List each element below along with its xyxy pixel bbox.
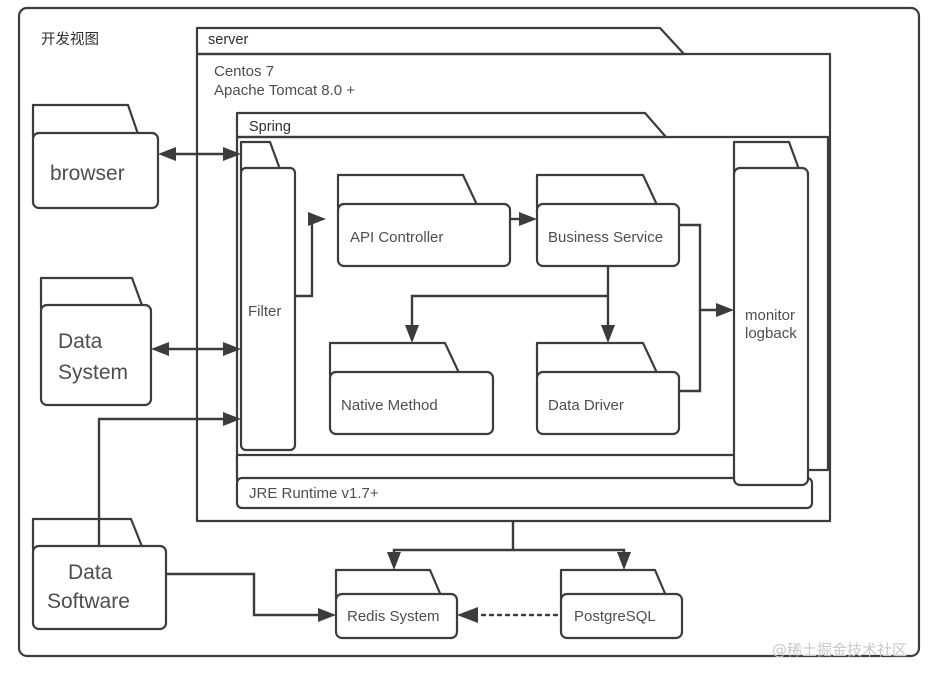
edge-business-service-monitor [679,223,734,317]
edge-data-software-filter [97,412,241,546]
node-browser-body [31,131,160,210]
node-api-controller-tab [336,173,480,209]
edge-business-service-data-driver [601,266,615,343]
edge-data-software-redis [166,572,336,622]
node-data-driver-body [535,370,681,436]
watermark: @稀土掘金技术社区 [772,641,907,659]
node-data-software-tab [31,517,145,551]
edge-browser-filter [158,147,241,161]
node-redis-body [334,592,459,640]
package-spring-body [235,135,830,472]
package-server-tab [195,26,686,56]
node-postgresql-label: PostgreSQL [574,608,656,625]
node-data-driver-label: Data Driver [548,397,624,414]
node-postgresql-body [559,592,684,640]
node-redis-label: Redis System [347,608,440,625]
edge-data-system-filter [151,342,241,356]
node-api-controller-label: API Controller [350,229,443,246]
node-data-system-label-1: Data [58,330,103,353]
server-tomcat-line: Apache Tomcat 8.0 + [214,82,355,99]
package-spring-tab [235,111,668,139]
node-data-software-body [31,544,168,631]
server-os-line: Centos 7 [214,63,274,80]
edge-api-controller-business-service [510,212,537,226]
node-jre-label: JRE Runtime v1.7+ [249,485,379,502]
edge-business-service-native-method [405,294,608,343]
package-spring-label: Spring [249,119,291,135]
edge-server-datastores [387,521,631,570]
node-jre-body [235,476,814,510]
node-monitor-body [732,166,810,487]
node-filter-body [239,166,297,452]
edge-data-driver-monitor [679,310,702,393]
node-data-software-label-2: Software [47,590,130,613]
node-native-method-body [328,370,495,436]
diagram-title: 开发视图 [41,31,99,48]
package-server-body [195,52,832,523]
node-data-system-label-2: System [58,361,128,384]
node-data-system-tab [39,276,145,310]
node-native-method-tab [328,341,462,377]
node-data-software-label-1: Data [68,561,113,584]
node-filter-label: Filter [248,303,281,320]
edge-postgresql-redis [457,607,559,623]
package-server-label: server [208,32,248,48]
node-data-system-body [39,303,153,407]
node-data-driver-tab [535,341,660,377]
node-monitor-label-1: monitor [745,307,795,324]
node-business-service-label: Business Service [548,229,663,246]
node-monitor-label-2: logback [745,325,797,342]
node-native-method-label: Native Method [341,397,438,414]
node-browser-label: browser [50,162,125,185]
edge-filter-api-controller [295,212,326,298]
node-api-controller-body [336,202,512,268]
outer-frame [17,6,921,658]
node-business-service-tab [535,173,660,209]
